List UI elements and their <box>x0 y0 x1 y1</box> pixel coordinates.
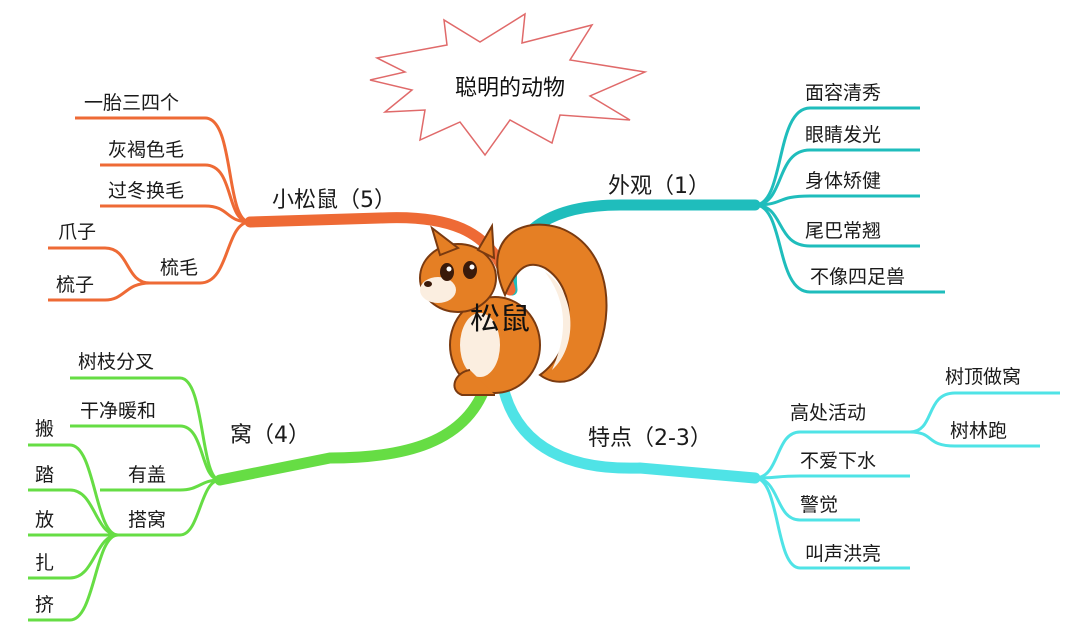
nest-sub-label: 有盖 <box>128 464 167 486</box>
nest-sub-item: 搬 <box>35 418 55 440</box>
young-sub-item: 梳子 <box>56 274 95 296</box>
nest-sub-line <box>118 478 221 537</box>
squirrel-illustration <box>419 222 608 396</box>
young-item: 灰褐色毛 <box>108 139 185 161</box>
center-topic: 松鼠 <box>470 302 530 337</box>
traits-item: 警觉 <box>800 494 839 516</box>
nest-sub-leaf-line <box>28 488 119 537</box>
appearance-item: 尾巴常翘 <box>805 220 882 242</box>
young-item: 一胎三四个 <box>84 92 180 114</box>
traits-sub-leaf-line <box>909 391 1060 434</box>
appearance-leaf-line <box>754 194 920 207</box>
appearance-branch-label: 外观（1） <box>608 174 710 199</box>
young-sub-line <box>150 220 251 285</box>
appearance-item: 不像四足兽 <box>810 266 906 288</box>
nest-leaf-line <box>70 376 221 482</box>
young-sub-leaf-line <box>48 246 151 285</box>
nest-sub-leaf-line <box>28 443 119 537</box>
nest-sub-item: 踏 <box>35 464 55 486</box>
young-item: 过冬换毛 <box>108 180 185 202</box>
nest-branch-label: 窝（4） <box>230 423 310 448</box>
traits-sub-item: 树林跑 <box>950 420 1008 442</box>
nest-sub-leaf-line <box>28 533 119 622</box>
traits-sub-line <box>754 430 910 480</box>
young-branch-label: 小松鼠（5） <box>272 188 396 213</box>
young-sub-item: 爪子 <box>58 221 97 243</box>
nest-sub-label: 搭窝 <box>128 509 167 531</box>
young-sub-label: 梳毛 <box>160 257 199 279</box>
nest-sub-item: 放 <box>35 509 55 531</box>
young-leaf-line <box>100 163 251 224</box>
nest-branch-line <box>214 372 494 486</box>
nest-sub-item: 挤 <box>35 594 55 616</box>
traits-branch-line <box>494 364 761 484</box>
traits-sub-label: 高处活动 <box>790 402 867 424</box>
appearance-item: 身体矫健 <box>805 170 882 192</box>
title-starburst <box>369 12 648 157</box>
appearance-leaf-line <box>754 203 945 294</box>
young-leaf-line <box>75 116 251 224</box>
traits-item: 叫声洪亮 <box>805 543 882 565</box>
appearance-item: 眼睛发光 <box>805 124 882 146</box>
nest-sub-item: 扎 <box>35 552 55 574</box>
young-leaf-line <box>100 204 251 224</box>
traits-sub-item: 树顶做窝 <box>945 366 1022 388</box>
nest-item: 干净暖和 <box>80 400 157 422</box>
traits-sub-leaf-line <box>909 430 1040 448</box>
traits-branch-label: 特点（2-3） <box>588 426 712 451</box>
nest-item: 树枝分叉 <box>78 351 155 373</box>
traits-leaf-line <box>754 474 910 480</box>
traits-leaf-line <box>754 476 910 570</box>
appearance-leaf-line <box>754 148 920 207</box>
map-title: 聪明的动物 <box>455 76 566 101</box>
appearance-leaf-line <box>754 106 920 207</box>
young-sub-leaf-line <box>48 281 151 302</box>
nest-leaf-line <box>70 424 221 482</box>
appearance-item: 面容清秀 <box>805 82 882 104</box>
traits-item: 不爱下水 <box>800 450 877 472</box>
